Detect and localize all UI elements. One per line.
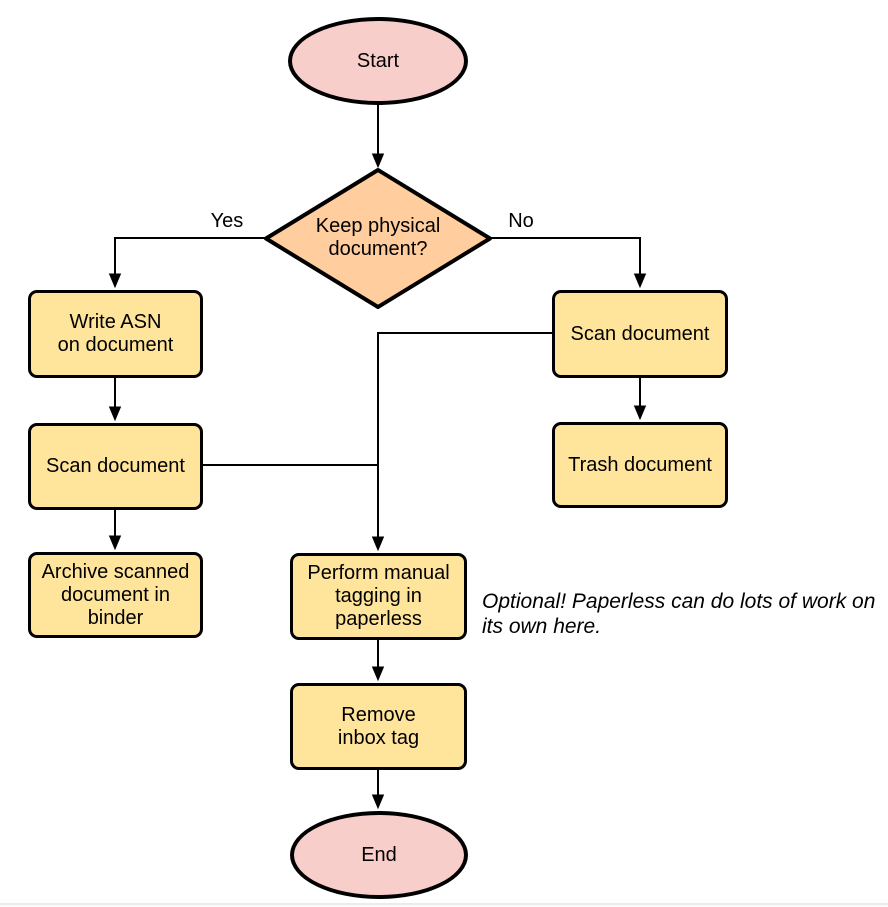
node-scan-document-left-label: Scan document <box>46 455 185 477</box>
edge-label-no: No <box>508 210 534 232</box>
node-trash-document-label: Trash document <box>568 453 712 476</box>
node-end-label: End <box>361 843 397 866</box>
edge-label-yes: Yes <box>210 210 244 232</box>
node-manual-tagging-label: Perform manual tagging in paperless <box>307 562 450 630</box>
node-archive-in-binder: Archive scanned document in binder <box>28 552 203 638</box>
decision-diamond-shape <box>264 168 492 309</box>
bottom-margin-strip <box>0 904 888 907</box>
node-trash-document: Trash document <box>552 422 728 508</box>
node-scan-document-left: Scan document <box>28 423 203 510</box>
node-archive-in-binder-label: Archive scanned document in binder <box>41 560 190 629</box>
node-remove-inbox-tag-label: Remove inbox tag <box>337 703 420 749</box>
node-end: End <box>290 811 468 899</box>
bottom-divider <box>0 903 888 905</box>
node-write-asn: Write ASN on document <box>28 290 203 378</box>
node-scan-document-right-label: Scan document <box>570 322 710 345</box>
node-manual-tagging: Perform manual tagging in paperless <box>290 553 467 640</box>
node-decision-label: Keep physical document? <box>315 215 441 260</box>
node-scan-document-right: Scan document <box>552 290 728 378</box>
node-start: Start <box>288 17 468 105</box>
edge-decision-to-scan-right <box>490 237 647 289</box>
node-write-asn-label: Write ASN on document <box>57 311 174 356</box>
edge-scan-right-to-tagging <box>371 332 552 552</box>
node-start-label: Start <box>356 49 400 72</box>
edge-decision-to-write-asn <box>108 237 266 289</box>
node-remove-inbox-tag: Remove inbox tag <box>290 683 467 770</box>
optional-note: Optional! Paperless can do lots of work … <box>482 590 876 638</box>
